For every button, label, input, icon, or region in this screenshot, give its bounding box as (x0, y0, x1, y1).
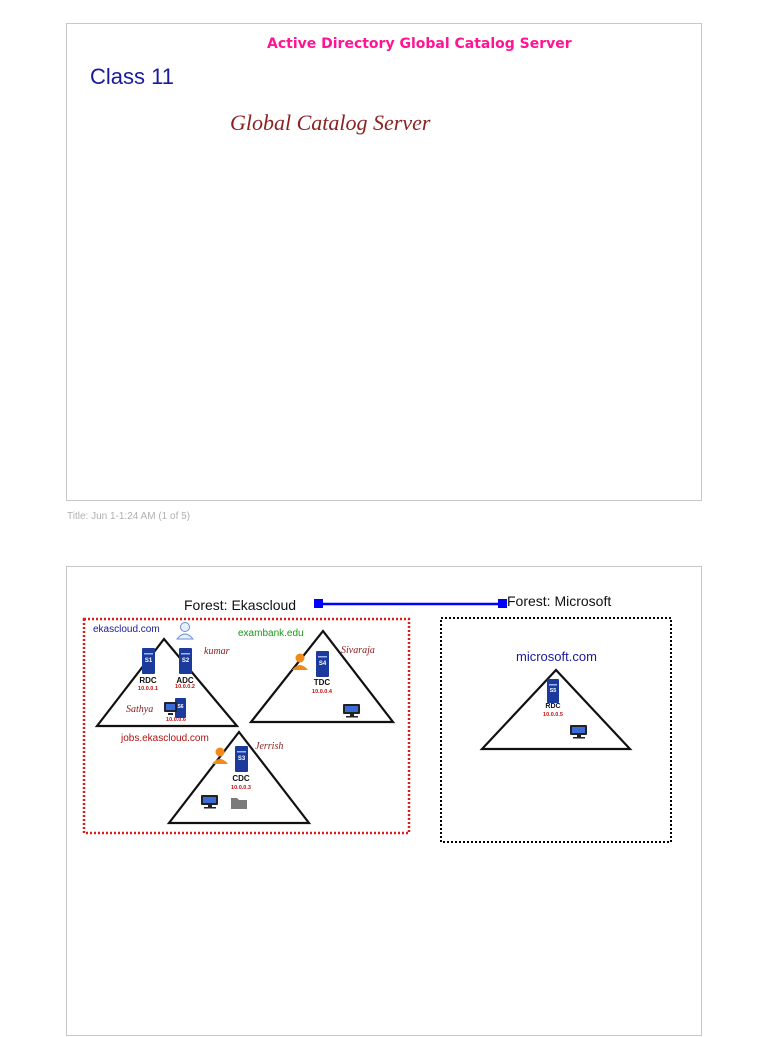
computer-icon-microsoft[interactable] (570, 725, 587, 739)
server-s4-id: S4 (319, 661, 327, 667)
server-s3-ip: 10.0.0.3 (231, 785, 251, 791)
server-s2-role: ADC (176, 676, 194, 685)
server-s1[interactable]: S1 (142, 648, 155, 674)
server-s5[interactable]: S5 (547, 679, 559, 703)
forest-diagram: S1 S2 S4 S3 S5 S6 (82, 599, 672, 843)
user-kumar-label: kumar (204, 646, 230, 657)
server-s1-ip: 10.0.0.1 (138, 686, 158, 692)
server-s3-id: S3 (238, 756, 246, 762)
forest-microsoft-boundary (440, 617, 672, 843)
user-icon-sivaraja (292, 653, 308, 670)
domain-exambank-label: exambank.edu (238, 628, 304, 639)
user-sivaraja-label: Sivaraja (341, 645, 375, 656)
domain-jobs-label: jobs.ekascloud.com (121, 733, 209, 744)
tree-jobs-triangle (166, 730, 312, 825)
forest-ekascloud-boundary (82, 617, 411, 835)
user-sathya-label: Sathya (126, 704, 154, 715)
forest-microsoft-label: Forest: Microsoft (507, 593, 612, 609)
trust-link-endpoint-left (314, 599, 323, 608)
server-s4-ip: 10.0.0.4 (312, 689, 332, 695)
server-s3-role: CDC (232, 774, 250, 783)
folder-icon[interactable] (231, 798, 247, 809)
server-s2-ip: 10.0.0.2 (175, 684, 195, 690)
slide-caption: Title: Jun 1-1:24 AM (1 of 5) (67, 511, 191, 522)
tree-ekascloud-triangle (94, 637, 240, 728)
server-s4[interactable]: S4 (316, 651, 329, 677)
server-s6-ip: 10.0.0.6 (166, 717, 186, 723)
server-s5-ip: 10.0.0.5 (543, 712, 563, 718)
server-s6-id: S6 (177, 704, 183, 710)
server-s1-id: S1 (145, 658, 153, 664)
server-s5-role: RDC (545, 703, 561, 710)
computer-icon-jobs[interactable] (201, 795, 218, 809)
user-icon-kumar (175, 622, 195, 640)
user-icon-jerrish (212, 747, 228, 764)
slide-2: S1 S2 S4 S3 S5 S6 (66, 566, 702, 1036)
server-s1-role: RDC (139, 676, 157, 685)
computer-icon-exambank[interactable] (343, 704, 360, 718)
server-s5-id: S5 (550, 688, 557, 694)
server-s3[interactable]: S3 (235, 746, 248, 772)
class-label: Class 11 (90, 64, 174, 89)
server-s6[interactable]: S6 (164, 698, 186, 718)
tree-microsoft-triangle (479, 668, 633, 751)
server-s2-id: S2 (182, 658, 190, 664)
slide-subtitle: Global Catalog Server (230, 110, 431, 135)
server-s2[interactable]: S2 (179, 648, 192, 674)
slide-header: Active Directory Global Catalog Server (267, 36, 572, 52)
domain-microsoft-label: microsoft.com (516, 649, 597, 664)
forest-ekascloud-label: Forest: Ekascloud (184, 597, 297, 613)
trust-link-endpoint-right (498, 599, 507, 608)
user-jerrish-label: Jerrish (255, 741, 284, 752)
tree-exambank-triangle (248, 629, 396, 724)
domain-ekascloud-label: ekascloud.com (93, 624, 160, 635)
slide-1: Active Directory Global Catalog Server C… (66, 23, 702, 501)
server-s4-role: TDC (313, 678, 331, 687)
